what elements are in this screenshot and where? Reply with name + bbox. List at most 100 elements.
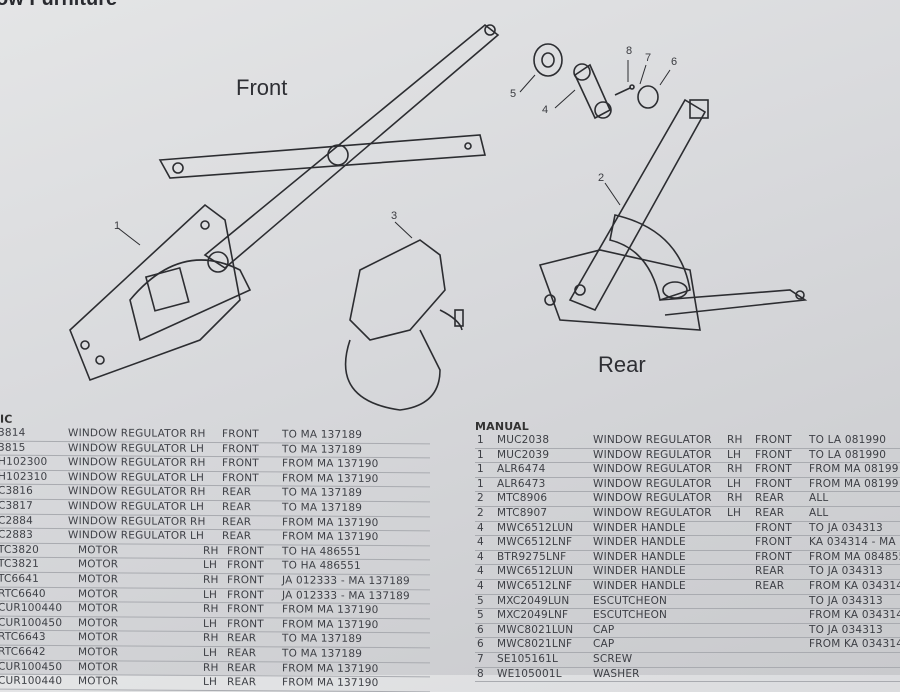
cell-pos: REAR (227, 661, 257, 674)
cell-pos: FRONT (227, 544, 264, 558)
cell-pos: FRONT (755, 550, 792, 563)
cell-item: 1 (477, 448, 484, 461)
front-regulator-drawing (69, 23, 500, 382)
cell-part: MWC8021LUN (497, 623, 574, 636)
cell-side: LH (203, 559, 218, 572)
cell-part: ALR6473 (497, 477, 546, 490)
cell-pos: FRONT (755, 434, 792, 446)
cell-desc: WASHER (593, 667, 640, 680)
cell-item: 6 (477, 623, 484, 636)
manual-heading: MANUAL (475, 420, 529, 433)
callout-4: 4 (542, 104, 549, 116)
cell-item: 1 (477, 434, 484, 446)
cell-part: RTC6642 (0, 645, 46, 658)
cell-pos: REAR (755, 506, 785, 519)
cell-item: 4 (477, 565, 484, 578)
cell-item: 6 (477, 638, 484, 651)
rear-regulator-drawing (538, 98, 808, 331)
cell-side: RH (190, 427, 206, 440)
cell-note: TO JA 034313 (809, 594, 883, 607)
cell-note: TO LA 081990 (809, 448, 887, 461)
cell-item: 5 (477, 609, 484, 622)
cell-part: CUR100440 (0, 674, 63, 688)
cell-note: TO MA 137189 (282, 486, 363, 500)
cell-desc: ESCUTCHEON (593, 609, 668, 622)
cell-note: FROM KA 034314 (809, 638, 900, 651)
cell-note: FROM KA 034314 (809, 579, 900, 592)
cell-part: RTC6640 (0, 587, 46, 600)
cell-side: LH (727, 477, 742, 490)
cell-desc: MOTOR (78, 573, 119, 586)
cell-pos: FRONT (222, 457, 259, 470)
cell-pos: REAR (755, 492, 785, 505)
cell-side: LH (190, 500, 205, 513)
cell-part: MWC6512LUN (497, 521, 574, 534)
cell-part: H102300 (0, 455, 48, 469)
callout-5: 5 (510, 88, 517, 100)
cell-side: RH (727, 492, 743, 505)
cell-side: LH (203, 646, 218, 659)
cell-note: JA 012333 - MA 137189 (282, 588, 410, 602)
cell-note: FROM MA 137190 (282, 676, 379, 690)
cell-note: TO MA 137189 (282, 647, 363, 660)
cell-pos: FRONT (755, 536, 792, 549)
winder-parts-drawing (117, 43, 671, 246)
cell-pos: REAR (222, 486, 252, 499)
cell-side: RH (727, 463, 743, 476)
rear-label: Rear (598, 352, 646, 377)
cell-note: TO MA 137189 (282, 428, 363, 441)
cell-desc: WINDOW REGULATOR (68, 441, 187, 455)
cell-item: 8 (477, 667, 484, 680)
cell-note: FROM KA 034314 (809, 609, 900, 622)
cell-pos: REAR (227, 646, 257, 660)
cell-pos: FRONT (227, 588, 264, 601)
cell-note: TO JA 034313 (809, 565, 883, 578)
cell-pos: FRONT (755, 463, 792, 476)
cell-desc: WINDOW REGULATOR (593, 463, 712, 476)
cell-note: TO HA 486551 (282, 559, 361, 573)
cell-note: FROM MA 137190 (282, 515, 379, 529)
cell-side: LH (203, 588, 218, 601)
cell-item: 4 (477, 536, 484, 549)
cell-pos: FRONT (755, 448, 792, 461)
cell-desc: WINDOW REGULATOR (68, 514, 187, 528)
cell-desc: WINDER HANDLE (593, 550, 686, 563)
callout-8: 8 (626, 45, 633, 57)
cell-item: 2 (477, 492, 484, 505)
cell-part: ALR6474 (497, 463, 546, 476)
cell-item: 7 (477, 652, 484, 665)
cell-part: C2884 (0, 514, 34, 527)
cell-pos: FRONT (227, 559, 264, 572)
cell-desc: WINDER HANDLE (593, 565, 686, 578)
cell-part: 3814 (0, 426, 26, 439)
cell-part: MTC8907 (497, 506, 548, 519)
cell-note: FROM MA 137190 (282, 472, 379, 485)
cell-part: MWC8021LNF (497, 638, 573, 651)
cell-desc: WINDOW REGULATOR (593, 492, 712, 505)
cell-note: TO MA 137189 (282, 443, 363, 456)
cell-note: TO HA 486551 (282, 545, 361, 558)
cell-part: 3815 (0, 441, 26, 454)
cell-part: TC6641 (0, 572, 40, 585)
cell-desc: ESCUTCHEON (593, 594, 668, 607)
cell-desc: WINDOW REGULATOR (68, 456, 187, 470)
cell-desc: MOTOR (78, 631, 119, 644)
cell-pos: FRONT (222, 428, 259, 441)
cell-desc: CAP (593, 623, 615, 636)
cell-pos: REAR (222, 515, 252, 528)
cell-part: MUC2038 (497, 434, 550, 446)
callout-6: 6 (671, 56, 678, 68)
cell-desc: MOTOR (78, 602, 119, 615)
cell-desc: MOTOR (78, 675, 119, 688)
